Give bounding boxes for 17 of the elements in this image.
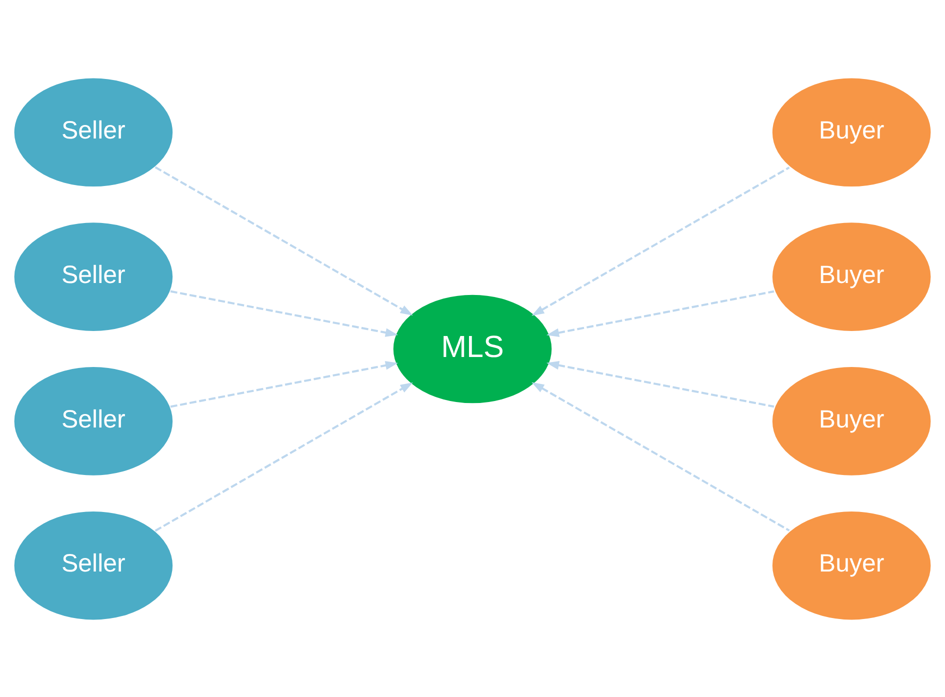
- node-ellipse: Seller: [12, 510, 174, 621]
- node-ellipse: Seller: [12, 220, 174, 332]
- arrow: [170, 360, 398, 408]
- node-ellipse: Seller: [12, 365, 174, 476]
- arrow: [154, 166, 413, 315]
- node-ellipse: Seller: [12, 76, 174, 188]
- arrow: [532, 166, 790, 316]
- arrow: [546, 360, 774, 408]
- node-ellipse: Buyer: [771, 365, 932, 476]
- arrow: [154, 382, 413, 532]
- node-ellipse: Buyer: [771, 220, 932, 332]
- arrow: [532, 382, 790, 531]
- node-ellipse: MLS: [392, 292, 554, 404]
- node-ellipse: Buyer: [771, 510, 932, 621]
- arrow: [546, 290, 774, 337]
- arrow: [170, 290, 398, 336]
- node-ellipse: Buyer: [771, 76, 932, 188]
